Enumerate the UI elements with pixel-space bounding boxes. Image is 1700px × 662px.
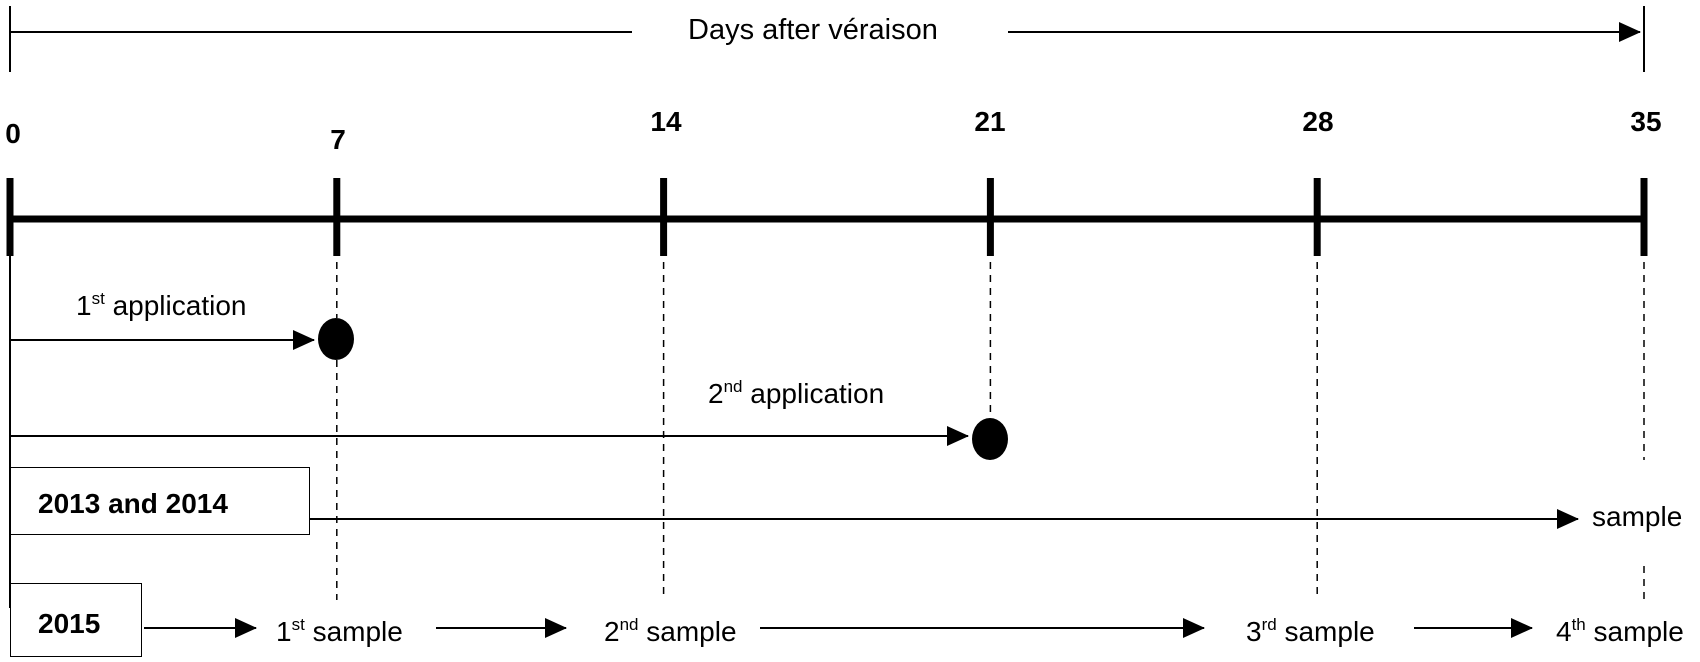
span-title: Days after véraison (682, 16, 944, 45)
group-2015-label: 2015 (38, 608, 101, 639)
tick-label-0: 0 (5, 118, 21, 149)
group-2015-box: 2015 (10, 583, 142, 657)
application-1-dot (318, 318, 354, 360)
group-2013-2014-box: 2013 and 2014 (10, 467, 310, 535)
group-2013-end-label: sample (1592, 501, 1683, 532)
tick-label-14: 14 (650, 106, 682, 137)
application-2-label: 2nd application (708, 377, 885, 409)
group-2013-2014-label: 2013 and 2014 (38, 488, 228, 519)
tick-label-21: 21 (974, 106, 1006, 137)
application-1-label: 1st application (76, 289, 247, 321)
application-2-dot (972, 418, 1008, 460)
sample-2-label: 2nd sample (604, 615, 737, 647)
tick-label-28: 28 (1302, 106, 1334, 137)
sample-3-label: 3rd sample (1246, 615, 1375, 647)
sample-1-label: 1st sample (276, 615, 403, 647)
tick-label-35: 35 (1630, 106, 1662, 137)
sample-4-label: 4th sample (1556, 615, 1684, 647)
tick-label-7: 7 (330, 124, 346, 155)
